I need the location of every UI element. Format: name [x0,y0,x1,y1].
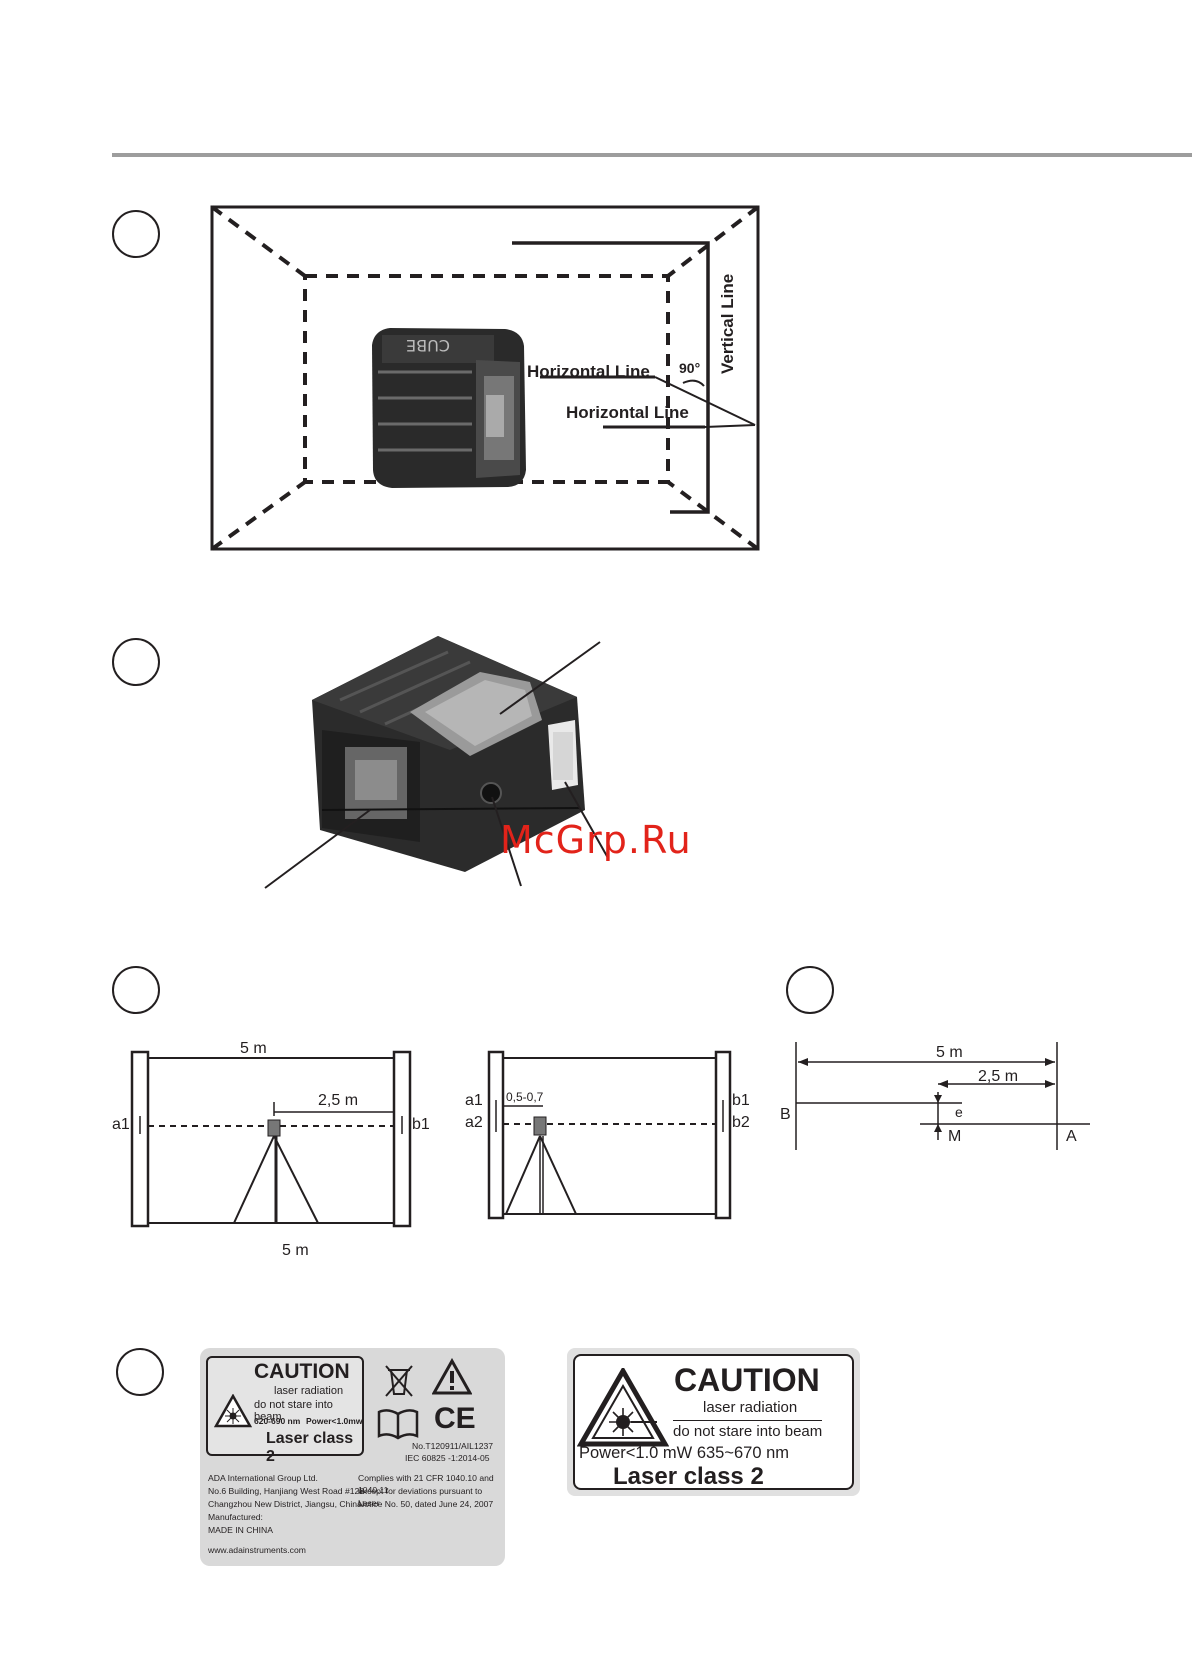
caution-line1-left: laser radiation [274,1385,344,1397]
weee-bin-icon [385,1365,413,1397]
company-line-1: ADA International Group Ltd. [208,1473,318,1483]
company-line-2: No.6 Building, Hanjiang West Road #128 [208,1486,365,1496]
fig3-left-half-distance: 2,5 m [318,1092,359,1109]
figure-3-badge [112,966,160,1014]
fig4-point-a: A [1066,1128,1077,1145]
horizontal-line-label-2: Horizontal Line [566,403,689,422]
caution-box-right: CAUTION laser radiation do not stare int… [573,1354,854,1490]
cert-iec: IEC 60825 -1:2014-05 [405,1453,490,1463]
caution-power-left: Power<1.0mw [306,1416,363,1426]
caution-wavelength-left: 620-690 nm [254,1416,301,1426]
complies-line-2: except for deviations pursuant to Laser [358,1486,483,1508]
caution-class-right: Laser class 2 [613,1463,764,1490]
header-rule [112,153,1192,157]
figure-1-badge [112,210,160,258]
figure-2-badge [112,638,160,686]
company-line-4: Manufactured: [208,1512,263,1522]
website: www.adainstruments.com [208,1545,306,1555]
laser-warning-icon [214,1394,252,1428]
complies-line-1: Complies with 21 CFR 1040.10 and 1040.11 [358,1473,494,1495]
caution-title-left: CAUTION [254,1360,350,1383]
caution-line1-right: laser radiation [703,1399,798,1416]
fig3-left-bottom-distance: 5 m [282,1242,309,1259]
figure-5-badge [116,1348,164,1396]
fig4-half-distance: 2,5 m [978,1068,1019,1085]
fig3-right-b2: b2 [732,1114,750,1131]
manual-book-icon [377,1409,419,1440]
fig4-error-e: e [955,1104,963,1120]
cube-laser-device: CUBE [372,328,526,488]
caution-power-right: Power<1.0 mW 635~670 nm [579,1444,790,1462]
caution-title-right: CAUTION [674,1362,820,1398]
fig4-point-m: M [948,1128,962,1145]
fig3-left-top-distance: 5 m [240,1040,267,1057]
company-line-5: MADE IN CHINA [208,1525,273,1535]
fig3-left-mark-b1: b1 [412,1116,430,1133]
fig3-right-a1: a1 [465,1092,483,1109]
fig3-right-b1: b1 [732,1092,750,1109]
complies-line-3: Notice No. 50, dated June 24, 2007 [358,1499,494,1509]
fig3-right-offset: 0,5-0,7 [506,1090,544,1104]
ce-mark-icon: CE [434,1402,476,1435]
svg-text:CUBE: CUBE [406,336,450,355]
angle-label: 90° [679,360,701,376]
caution-class-left: Laser class 2 [266,1430,354,1465]
device-label-left: CAUTION laser radiation do not stare int… [200,1348,505,1566]
fig3-right-a2: a2 [465,1114,483,1131]
fig3-left-mark-a1: a1 [112,1116,130,1133]
laser-warning-icon-large [577,1368,669,1447]
figure-4-badge [786,966,834,1014]
horizontal-line-label-1: Horizontal Line [527,362,650,381]
caution-box-left: CAUTION laser radiation do not stare int… [206,1356,364,1465]
fig4-distance: 5 m [936,1044,963,1061]
cert-number: No.T120911/AIL1237 [412,1441,494,1451]
caution-line2-right: do not stare into beam [673,1420,823,1440]
device-3d [312,636,585,872]
watermark-text: McGrp.Ru [500,818,692,862]
device-label-right: CAUTION laser radiation do not stare int… [567,1348,860,1496]
warning-icon [432,1358,472,1395]
fig4-point-b: B [780,1106,791,1123]
company-line-3: Changzhou New District, Jiangsu, China [208,1499,362,1509]
caution-line2-left: do not stare into beam [254,1399,333,1423]
